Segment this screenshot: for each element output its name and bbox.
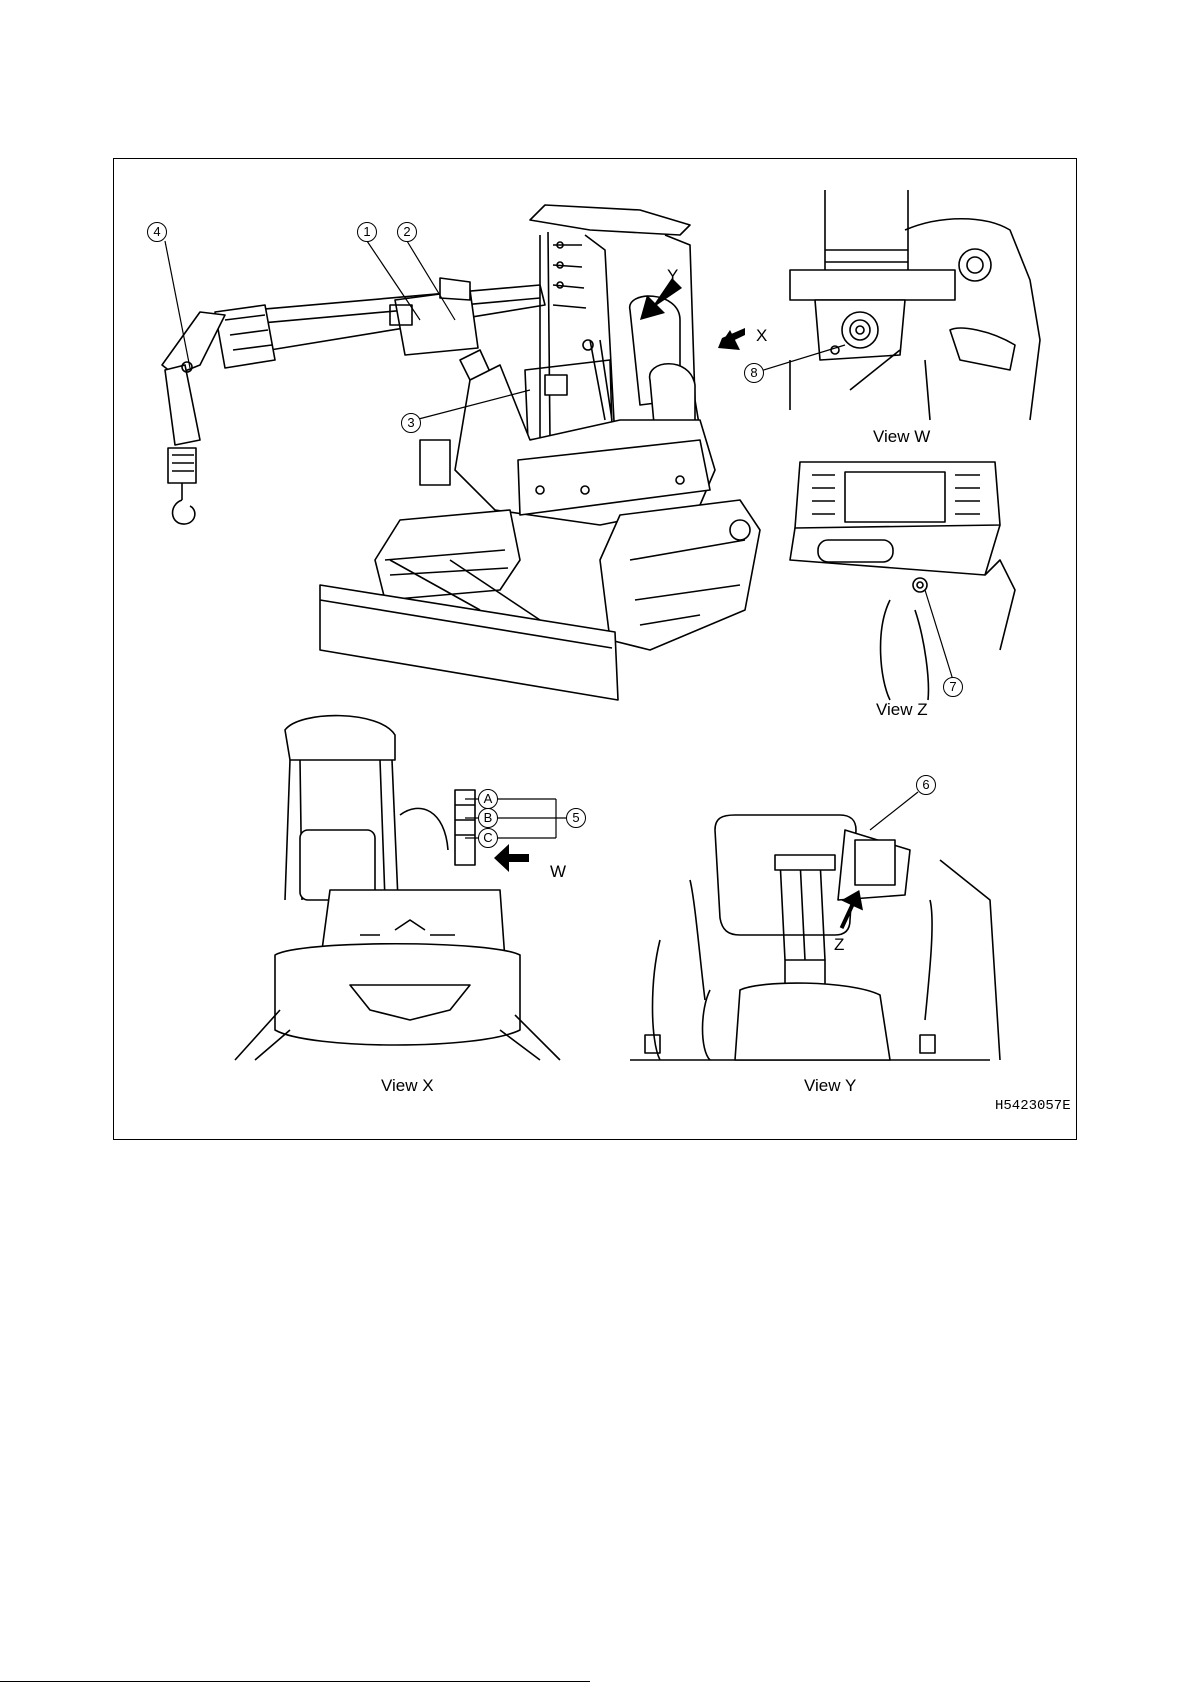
arrow-label-x: X xyxy=(756,326,767,346)
view-y-caption: View Y xyxy=(804,1076,856,1096)
figure-code: H5423057E xyxy=(995,1098,1071,1114)
callout-a: A xyxy=(478,789,498,809)
arrow-w-icon xyxy=(494,844,529,872)
callout-c: C xyxy=(478,828,498,848)
arrow-x-icon xyxy=(718,328,745,350)
callout-6: 6 xyxy=(916,775,936,795)
callout-4: 4 xyxy=(147,222,167,242)
callout-b: B xyxy=(478,808,498,828)
cab-drawing xyxy=(525,205,700,440)
view-z-caption: View Z xyxy=(876,700,928,720)
callout-5: 5 xyxy=(566,808,586,828)
view-y-drawing xyxy=(630,815,1000,1060)
view-w-drawing xyxy=(790,190,1040,420)
view-z-drawing xyxy=(790,462,1015,700)
view-w-caption: View W xyxy=(873,427,930,447)
arrow-label-w: W xyxy=(550,862,566,882)
view-x-caption: View X xyxy=(381,1076,434,1096)
callout-7: 7 xyxy=(943,677,963,697)
callout-1: 1 xyxy=(357,222,377,242)
footer-rule xyxy=(0,1681,590,1682)
callout-3: 3 xyxy=(401,413,421,433)
callout-2: 2 xyxy=(397,222,417,242)
view-x-drawing xyxy=(235,716,560,1060)
arrow-label-z: Z xyxy=(834,935,844,955)
arrow-label-y: Y xyxy=(667,266,678,286)
callout-8: 8 xyxy=(744,363,764,383)
